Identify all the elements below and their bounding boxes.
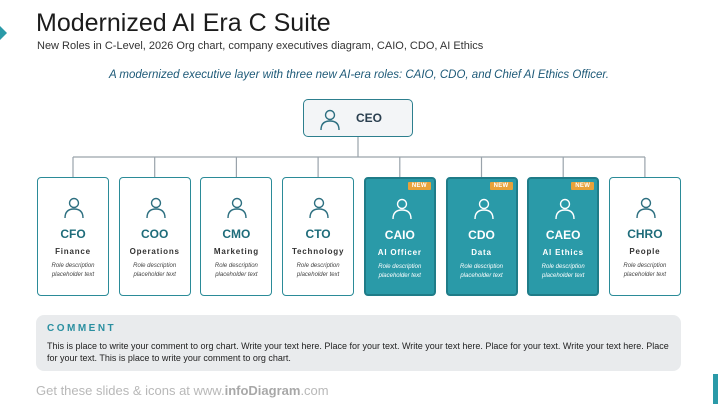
role-description: Role description placeholder text (378, 264, 422, 279)
role-name: Marketing (213, 247, 259, 256)
person-icon (62, 195, 86, 224)
comment-text: This is place to write your comment to o… (47, 341, 669, 363)
role-description: Role description placeholder text (214, 263, 258, 278)
role-abbr: CHRO (627, 227, 663, 241)
left-accent-tab (0, 26, 7, 40)
footer-suffix: .com (300, 383, 329, 398)
role-name: People (629, 247, 661, 256)
role-name: Data (471, 248, 492, 257)
new-badge: NEW (571, 182, 595, 190)
person-icon (144, 195, 168, 224)
role-description: Role description placeholder text (296, 263, 340, 278)
ceo-box[interactable]: CEO (303, 99, 413, 137)
new-badge: NEW (489, 182, 513, 190)
role-description: Role description placeholder text (459, 264, 504, 279)
person-icon (553, 196, 577, 225)
role-name: Finance (55, 247, 91, 256)
role-abbr: CAIO (384, 228, 415, 242)
role-name: Technology (291, 247, 345, 256)
role-abbr: CDO (468, 228, 495, 242)
role-abbr: CAEO (545, 228, 581, 242)
comment-box: COMMENT This is place to write your comm… (36, 315, 681, 371)
role-name: AI Officer (377, 248, 422, 257)
role-description: Role description placeholder text (623, 263, 667, 278)
role-name: AI Ethics (542, 248, 584, 257)
ceo-label: CEO (356, 111, 383, 125)
role-abbr: COO (141, 227, 169, 241)
role-description: Role description placeholder text (51, 263, 95, 278)
role-name: Operations (129, 247, 180, 256)
person-icon (307, 195, 331, 224)
tagline: A modernized executive layer with three … (108, 69, 610, 81)
role-description: Role description placeholder text (541, 264, 585, 279)
role-abbr: CTO (305, 227, 331, 241)
footer: Get these slides & icons at www.infoDiag… (36, 383, 329, 398)
page-subtitle: New Roles in C-Level, 2026 Org chart, co… (37, 40, 484, 52)
person-icon (225, 195, 249, 224)
role-abbr: CMO (222, 227, 251, 241)
right-accent-tab (713, 374, 718, 404)
drop-lines (72, 157, 646, 177)
comment-heading: COMMENT (47, 323, 117, 334)
role-description: Role description placeholder text (133, 263, 177, 278)
person-icon (634, 195, 658, 224)
person-icon (390, 196, 414, 225)
new-badge: NEW (407, 182, 431, 190)
role-abbr: CFO (60, 227, 86, 241)
person-icon (318, 107, 342, 136)
person-icon (472, 196, 496, 225)
page-title: Modernized AI Era C Suite (36, 9, 331, 37)
footer-prefix: Get these slides & icons at www. (36, 383, 225, 398)
footer-brand: infoDiagram (224, 383, 301, 398)
